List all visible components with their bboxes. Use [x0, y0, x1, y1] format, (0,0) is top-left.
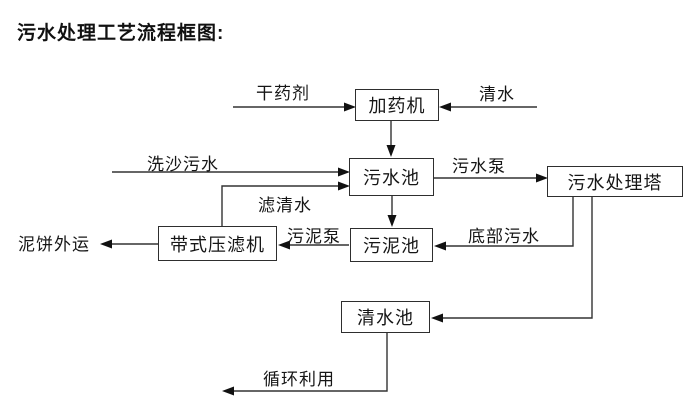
arrow-clean-water-pool-to-recycle [222, 333, 388, 396]
arrowhead-left-icon [222, 386, 234, 396]
node-treatment-tower: 污水处理塔 [547, 166, 683, 197]
arrow-clean-water-to-dosing-machine [439, 102, 537, 112]
arrow-sand-wash-sewage-to-sewage-pool [112, 167, 350, 177]
arrow-filtered-water-to-sewage-pool [221, 181, 350, 226]
flow-label-mud-cake-out: 泥饼外运 [18, 235, 90, 254]
arrowhead-left-icon [434, 241, 446, 251]
flow-label-recycle-use: 循环利用 [263, 370, 335, 389]
arrowhead-right-icon [338, 181, 350, 191]
flow-label-bottom-sewage: 底部污水 [468, 227, 540, 246]
arrowhead-right-icon [344, 102, 356, 112]
node-label: 清水池 [357, 308, 414, 328]
flow-label-sludge-pump: 污泥泵 [287, 227, 341, 246]
node-label: 污水处理塔 [567, 172, 663, 193]
arrow-line [444, 197, 574, 247]
flow-label-sewage-pump: 污水泵 [452, 157, 506, 176]
flow-label-clean-water: 清水 [479, 85, 515, 104]
node-dosing-machine: 加药机 [355, 89, 439, 121]
arrow-belt-filter-press-to-mud-cake-out [100, 239, 158, 249]
node-label: 带式压滤机 [170, 234, 265, 255]
flow-label-sand-wash-sewage: 洗沙污水 [147, 155, 219, 174]
arrowhead-right-icon [536, 173, 548, 183]
arrow-treatment-tower-to-clean-water-pool [431, 197, 593, 323]
arrow-sewage-pool-to-sludge-pool [387, 196, 397, 227]
node-sludge-pool: 污泥池 [350, 228, 433, 262]
arrow-line [221, 185, 340, 226]
node-label: 污泥池 [363, 236, 420, 256]
arrow-dosing-machine-to-sewage-pool [386, 121, 396, 157]
arrowhead-down-icon [387, 215, 397, 227]
arrow-line [441, 197, 593, 319]
arrowhead-left-icon [100, 239, 112, 249]
flow-label-dry-agent: 干药剂 [256, 84, 310, 103]
arrowhead-left-icon [431, 313, 443, 323]
node-label: 加药机 [368, 96, 426, 116]
node-sewage-pool: 污水池 [349, 158, 434, 196]
arrow-line [232, 333, 388, 392]
arrowhead-left-icon [278, 240, 290, 250]
node-label: 污水池 [363, 168, 420, 188]
arrow-dry-agent-to-dosing-machine [233, 102, 356, 112]
arrow-sludge-pump-to-belt-filter-press [278, 240, 349, 250]
node-belt-filter-press: 带式压滤机 [158, 226, 277, 261]
arrowhead-right-icon [338, 167, 350, 177]
node-clean-water-pool: 清水池 [341, 301, 430, 333]
page-title: 污水处理工艺流程框图: [17, 23, 225, 44]
arrowhead-left-icon [439, 102, 451, 112]
arrow-sewage-pump-to-treatment-tower [434, 173, 548, 183]
arrow-bottom-sewage-to-sludge-pool [434, 197, 574, 251]
flow-label-filtered-water: 滤清水 [258, 196, 312, 215]
arrowhead-down-icon [386, 145, 396, 157]
